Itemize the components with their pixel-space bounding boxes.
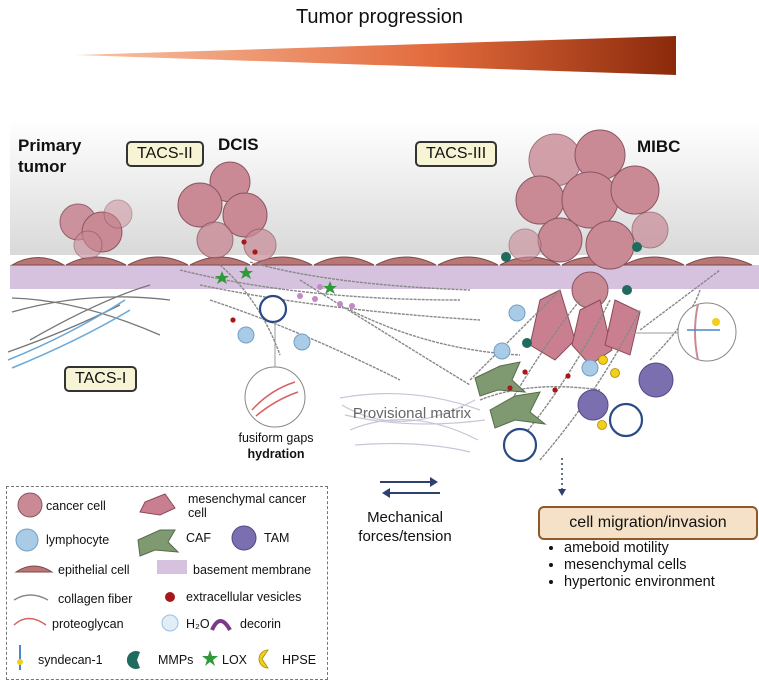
mechanical-forces-label: Mechanical forces/tension <box>358 509 452 545</box>
blue-fibers-tacs1 <box>7 299 131 369</box>
extracellular-vesicles <box>230 239 571 393</box>
legend-mmps: MMPs <box>158 653 194 667</box>
hydration-text: hydration <box>247 447 305 461</box>
provisional-matrix-label: Provisional matrix <box>352 405 472 422</box>
legend-lox: LOX <box>222 653 248 667</box>
legend-caf: CAF <box>186 531 211 545</box>
legend-syndecan: syndecan-1 <box>38 653 103 667</box>
mibc-cluster <box>508 129 669 309</box>
mesenchymal-cancer-cells <box>529 289 641 366</box>
cafs <box>474 361 547 429</box>
bullet-mesenchymal: mesenchymal cells <box>564 557 715 574</box>
epithelial-layer <box>10 256 753 266</box>
stage-label-mibc: MIBC <box>637 137 681 156</box>
legend-hpse: HPSE <box>282 653 317 667</box>
bullet-hypertonic: hypertonic environment <box>564 574 715 591</box>
cell-migration-box: cell migration/invasion <box>538 506 758 540</box>
bullet-ameboid: ameboid motility <box>564 540 715 557</box>
progression-gradient-triangle <box>76 36 676 75</box>
stage-label-dcis: DCIS <box>218 135 259 154</box>
fusiform-gaps-label: fusiform gaps hydration <box>230 430 322 462</box>
legend-lymphocyte: lymphocyte <box>46 533 110 547</box>
lymphocytes <box>237 304 599 377</box>
collagen-fibers-tacs1 <box>7 284 171 353</box>
dcis-cluster <box>177 161 277 262</box>
cell-migration-bullets: ameboid motility mesenchymal cells hyper… <box>548 540 715 591</box>
syndecan-magnifier <box>677 302 737 362</box>
tacs-i-label: TACS-I <box>64 366 138 392</box>
water-molecules <box>258 294 644 463</box>
legend-decorin: decorin <box>240 617 281 631</box>
legend-epithelial-cell: epithelial cell <box>58 563 130 577</box>
legend-extracellular-vesicles: extracellular vesicles <box>186 590 302 604</box>
mmp-markers <box>501 242 642 348</box>
diagram-title: Tumor progression <box>295 6 464 28</box>
primary-tumor-cluster <box>59 199 133 260</box>
fusiform-gap-magnifier <box>244 366 306 428</box>
proteoglycan-beads <box>297 284 355 309</box>
legend-h2o: H₂O <box>186 617 210 631</box>
legend-proteoglycan: proteoglycan <box>52 617 124 631</box>
lox-markers <box>215 266 337 294</box>
legend-box <box>6 486 328 680</box>
legend-cancer-cell: cancer cell <box>46 499 106 513</box>
legend-basement-membrane: basement membrane <box>193 563 312 577</box>
provisional-matrix-fibers <box>339 392 486 453</box>
legend-mesenchymal-cancer-cell: mesenchymal cancer cell <box>188 492 307 520</box>
hpse-markers <box>597 355 620 430</box>
fusiform-gaps-text: fusiform gaps <box>238 431 314 445</box>
legend-icons <box>13 492 269 670</box>
tacs-ii-label: TACS-II <box>126 141 204 167</box>
stage-label-primary: Primary tumor <box>18 136 82 176</box>
tacs-iii-label: TACS-III <box>415 141 498 167</box>
legend-tam: TAM <box>264 531 290 545</box>
legend-collagen-fiber: collagen fiber <box>58 592 133 606</box>
tams <box>577 362 674 421</box>
